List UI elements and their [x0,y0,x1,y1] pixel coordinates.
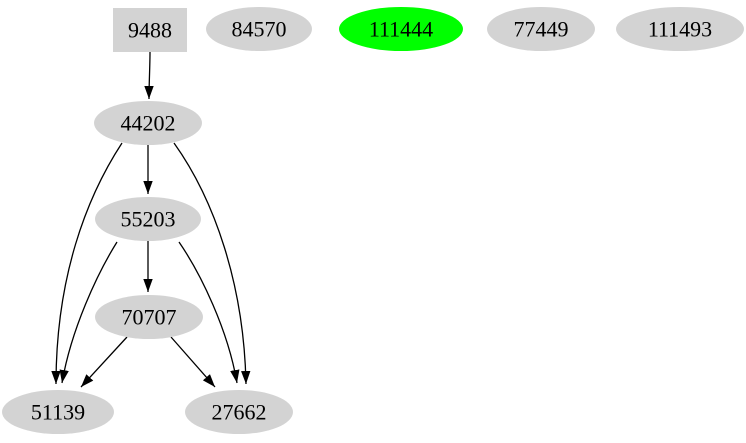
node-ellipse-51139 [2,390,114,434]
node-ellipse-55203 [95,197,201,241]
node-77449: 77449 [487,7,595,51]
node-ellipse-111493 [616,7,744,51]
node-51139: 51139 [2,390,114,434]
edge-55203-to-27662 [178,241,240,384]
node-84570: 84570 [206,7,312,51]
node-label-111444: 111444 [369,16,433,41]
node-label-55203: 55203 [121,206,176,231]
edge-9488-to-44202 [144,51,154,100]
node-ellipse-27662 [185,390,293,434]
node-label-9488: 9488 [128,17,172,42]
node-label-51139: 51139 [31,399,85,424]
node-111493: 111493 [616,7,744,51]
node-ellipse-70707 [95,295,203,339]
edge-44202-to-27662 [173,142,251,385]
node-label-111493: 111493 [648,16,712,41]
node-label-44202: 44202 [121,110,176,135]
node-label-84570: 84570 [232,16,287,41]
node-44202: 44202 [94,101,202,145]
node-ellipse-84570 [206,7,312,51]
node-ellipse-111444 [339,7,463,51]
node-55203: 55203 [95,197,201,241]
node-label-27662: 27662 [212,399,267,424]
edge-70707-to-51139 [80,336,128,388]
node-box-9488 [113,8,187,52]
node-27662: 27662 [185,390,293,434]
node-9488: 9488 [113,8,187,52]
node-label-70707: 70707 [122,304,177,329]
edge-44202-to-51139 [51,142,123,385]
node-111444: 111444 [339,7,463,51]
node-label-77449: 77449 [514,16,569,41]
edge-55203-to-51139 [59,241,118,384]
node-ellipse-77449 [487,7,595,51]
edge-70707-to-27662 [170,336,216,388]
node-ellipse-44202 [94,101,202,145]
node-70707: 70707 [95,295,203,339]
